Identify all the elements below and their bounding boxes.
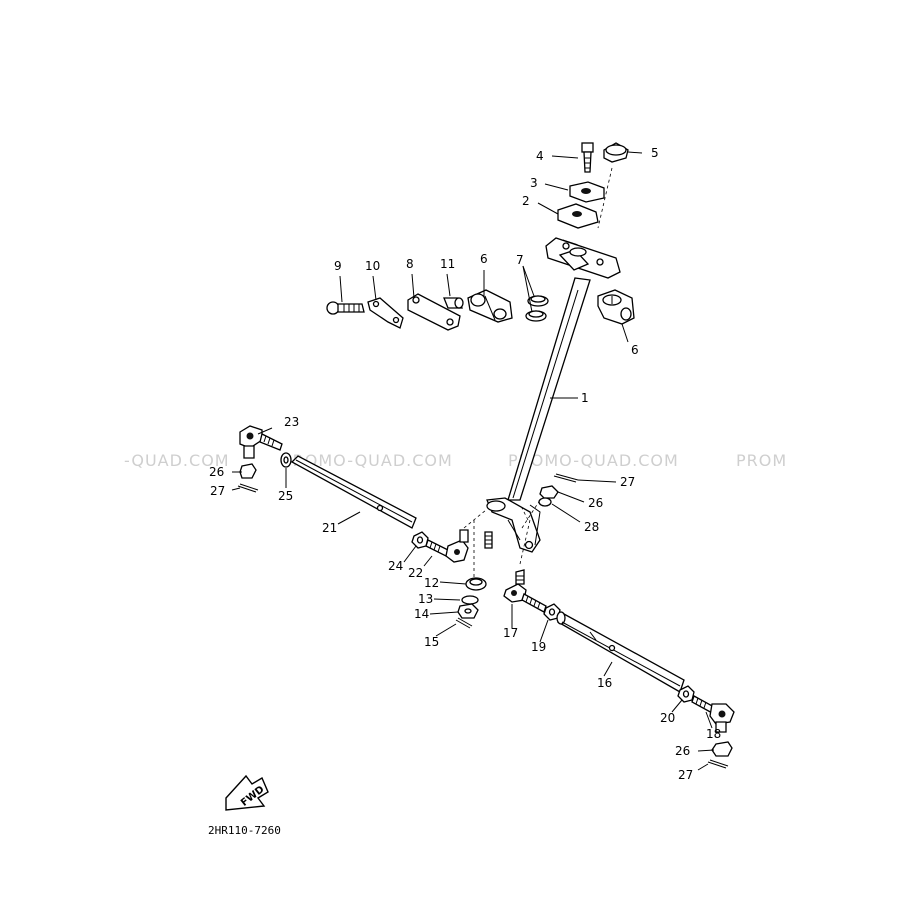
diagram-code: 2HR110-7260 [208,824,281,837]
clamp-6-right [597,289,635,325]
watermark-1: -QUAD.COM [124,451,230,470]
center-lower-parts [455,520,493,629]
callout-26-left: 26 [209,465,224,479]
right-arm-parts [521,473,579,529]
callout-18: 18 [706,727,721,741]
bolt-4 [581,142,594,153]
watermark-band: -QUAD.COM PROMO-QUAD.COM PROMO-QUAD.COM … [124,451,787,470]
steering-shaft [486,167,621,553]
watermark-4: PROM [736,451,787,470]
callout-10: 10 [365,259,380,273]
right-tie-rod-assembly [503,519,735,769]
callout-26-center: 26 [588,496,603,510]
callout-1: 1 [581,391,589,405]
callout-27-left: 27 [210,484,225,498]
castle-nut-26a [239,463,257,479]
upper-clamp-group [557,142,629,229]
callout-15: 15 [424,635,439,649]
castle-nut-26b [539,485,559,499]
callout-24: 24 [388,559,403,573]
washer-13 [461,595,479,605]
cotter-pin-27a [237,485,257,493]
callout-14: 14 [414,607,429,621]
callout-27-right: 27 [678,768,693,782]
callout-23: 23 [284,415,299,429]
callout-16: 16 [597,676,612,690]
leader-lines [231,151,715,771]
watermark-3: PROMO-QUAD.COM [508,451,679,470]
cotter-pin-27c [707,761,727,769]
callout-6-left: 6 [480,252,488,266]
callout-6-right: 6 [631,343,639,357]
callout-labels: 4 5 3 2 6 7 6 11 8 10 9 1 23 26 27 25 21… [209,146,721,782]
callout-4: 4 [536,149,544,163]
callout-9: 9 [334,259,342,273]
callout-11: 11 [440,257,455,271]
callout-8: 8 [406,257,414,271]
callout-12: 12 [424,576,439,590]
cotter-pin-15 [455,619,471,629]
bracket-parts-row [326,289,549,331]
left-tie-rod-assembly [237,425,487,563]
callout-27-center: 27 [620,475,635,489]
cotter-pin-27b [553,475,577,483]
callout-25: 25 [278,489,293,503]
callout-19: 19 [531,640,546,654]
callout-21: 21 [322,521,337,535]
callout-28: 28 [584,520,599,534]
tie-rod-16 [557,613,685,693]
castle-nut-26c [711,741,733,757]
callout-7: 7 [516,253,524,267]
bolt-9 [326,301,340,315]
callout-13: 13 [418,592,433,606]
callout-20: 20 [660,711,675,725]
fwd-arrow-icon: FWD [225,774,269,811]
callout-5: 5 [651,146,659,160]
watermark-2: PROMO-QUAD.COM [282,451,453,470]
callout-17: 17 [503,626,518,640]
tie-rod-end-22 [425,539,449,557]
callout-26-right: 26 [675,744,690,758]
callout-2: 2 [522,194,530,208]
washer-28 [538,497,552,507]
callout-3: 3 [530,176,538,190]
callout-22: 22 [408,566,423,580]
